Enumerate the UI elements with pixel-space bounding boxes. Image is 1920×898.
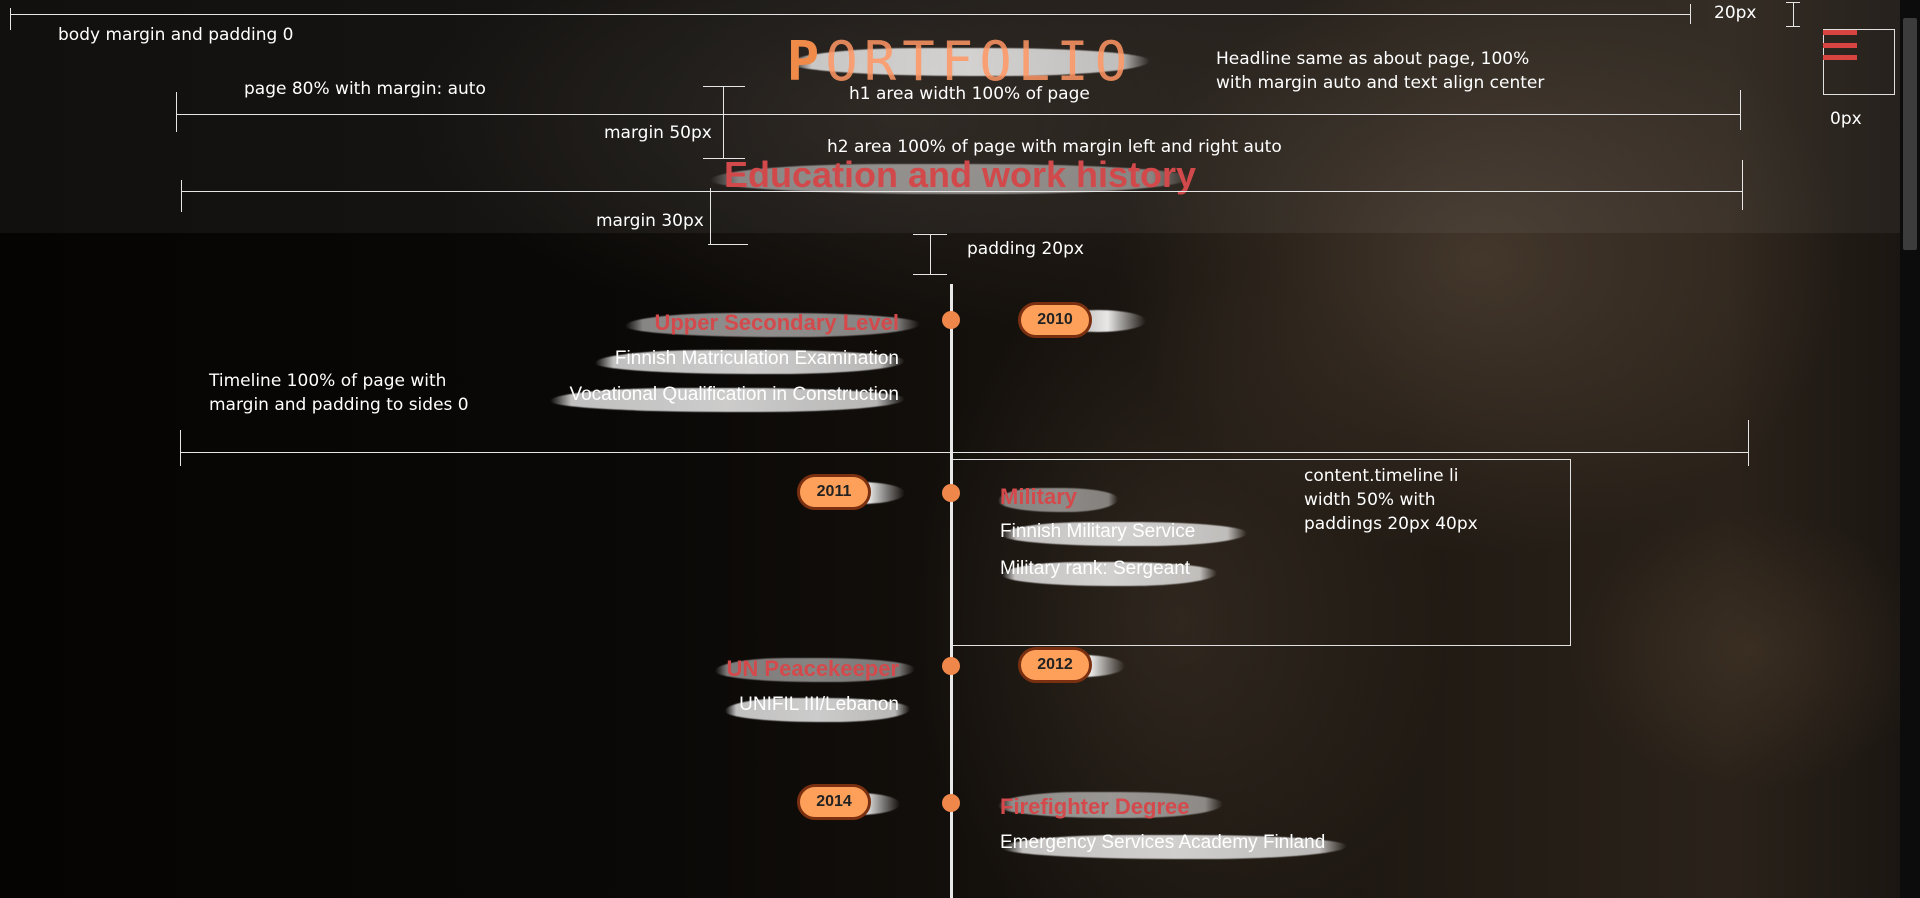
body-width-tick [1690,4,1691,24]
annotation-body-margin: body margin and padding 0 [58,25,294,45]
annotation-margin-30: margin 30px [596,211,704,231]
annotation-headline-1: Headline same as about page, 100% [1216,49,1530,69]
annotation-top-padding: 20px [1714,3,1757,23]
annotation-li-3: paddings 20px 40px [1304,514,1478,534]
timeline-width-tick [180,430,181,466]
margin-30-marker [710,188,711,244]
year-badge: 2011 [797,474,871,510]
entry-title-brush [998,488,1118,512]
page-width-tick [176,92,177,132]
entry-line: Military rank: Sergeant [1000,558,1191,579]
entry-title: UN Peacekeeper [726,656,899,681]
page-width-tick [1740,90,1741,130]
hamburger-menu-icon-bar[interactable] [1823,55,1857,60]
annotation-h2-area: h2 area 100% of page with margin left an… [827,137,1282,157]
entry-line: Vocational Qualification in Construction [569,384,899,405]
entry-line-brush [1002,522,1247,546]
entry-title: Military [1000,484,1078,509]
entry-line-brush [1002,835,1347,859]
timeline-dot [942,657,960,675]
top-padding-marker [1793,2,1794,26]
padding-20-cap [913,274,947,275]
entry-line: UNIFIL III/Lebanon [739,694,899,715]
annotation-margin-50: margin 50px [604,123,712,143]
annotation-li-2: width 50% with [1304,490,1436,510]
year-badge: 2012 [1018,647,1092,683]
timeline-axis [950,284,953,898]
entry-line-brush [595,350,905,374]
timeline-width-tick [1748,420,1749,466]
annotation-menu-margin: 0px [1830,109,1862,129]
timeline-dot [942,311,960,329]
annotation-timeline-1: Timeline 100% of page with [209,371,447,391]
timeline-dot [942,484,960,502]
margin-30-cap [708,244,748,245]
entry-line-brush [550,388,905,412]
top-padding-marker-cap [1786,26,1800,27]
timeline-width-line [180,452,1748,453]
section-title-brush-stroke [710,164,1190,194]
padding-20-cap [913,234,947,235]
header-band [0,0,1900,233]
annotation-page-width: page 80% with margin: auto [244,79,486,99]
h2-width-line [181,191,1742,192]
annotation-padding-20: padding 20px [967,239,1084,259]
menu-annotation-box [1823,29,1895,95]
page-title: PORTFOLIO [0,30,1920,93]
page-title-initial: P [786,30,826,93]
title-brush-stroke [790,48,1150,76]
entry-title-brush [715,658,915,682]
annotation-headline-2: with margin auto and text align center [1216,73,1545,93]
timeline-dot [942,794,960,812]
entry-line-brush [725,698,910,722]
entry-line: Emergency Services Academy Finland [1000,832,1326,853]
annotation-h1-area: h1 area width 100% of page [849,84,1090,104]
entry-title: Upper Secondary Level [654,310,899,335]
entry-title-brush [998,792,1223,818]
margin-50-cap [703,158,745,159]
entry-line-brush [1002,562,1217,586]
year-badge: 2010 [1018,302,1092,338]
entry-line: Finnish Matriculation Examination [614,348,899,369]
annotation-timeline-2: margin and padding to sides 0 [209,395,469,415]
margin-50-marker [723,86,724,158]
scrollbar-thumb[interactable] [1903,18,1917,250]
h2-width-tick [181,180,182,212]
hamburger-menu-icon-bar[interactable] [1823,43,1857,48]
hamburger-menu-icon[interactable] [1823,30,1857,35]
h2-width-tick [1742,160,1743,210]
margin-50-cap [703,86,745,87]
annotation-li-1: content.timeline li [1304,466,1459,486]
page-width-line [176,114,1740,115]
section-title: Education and work history [723,154,1197,195]
year-badge: 2014 [797,784,871,820]
page-title-rest: ORTFOLIO [825,30,1134,93]
entry-line: Finnish Military Service [1000,521,1196,542]
body-width-line [10,14,1690,15]
padding-20-marker [930,234,931,274]
entry-title: Firefighter Degree [1000,794,1190,819]
entry-title-brush [625,313,920,337]
top-padding-marker-cap [1786,2,1800,3]
body-width-tick [10,8,11,30]
